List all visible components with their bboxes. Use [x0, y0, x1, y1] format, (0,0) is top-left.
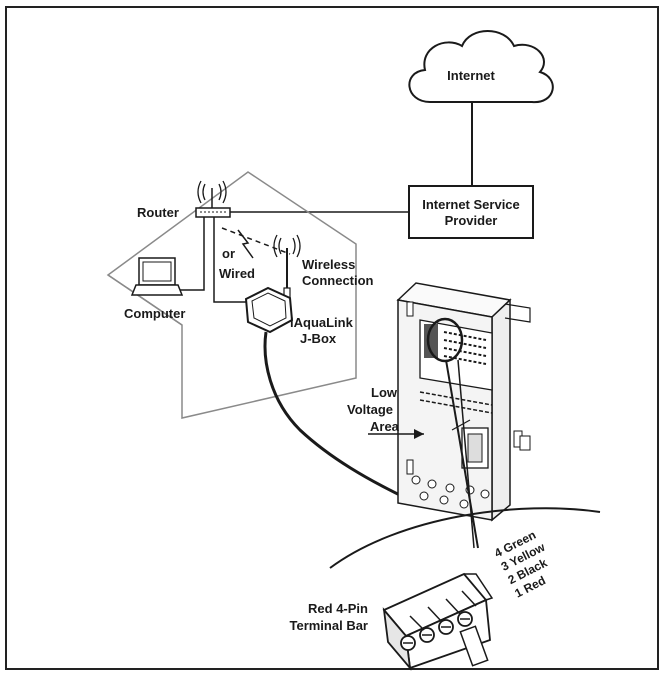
- diagram-frame: [5, 6, 659, 670]
- low-voltage-label-line2: Voltage: [347, 402, 393, 417]
- wired-cable: [213, 217, 246, 303]
- low-voltage-label-line3: Area: [370, 419, 399, 434]
- control-panel: [396, 282, 531, 522]
- internet-label: Internet: [447, 68, 495, 83]
- lightning-icon: [237, 229, 254, 259]
- isp-label-line2: Provider: [444, 213, 498, 228]
- terminal-leader-line: [445, 359, 479, 549]
- low-voltage-label-line1: Low: [371, 385, 397, 400]
- ground-arc: [329, 507, 601, 569]
- wireless-link: [221, 227, 291, 255]
- terminal-bar-label-line2: Terminal Bar: [289, 618, 368, 633]
- wireless-label-line2: Connection: [302, 273, 374, 288]
- computer-label: Computer: [124, 306, 186, 321]
- computer-icon: [130, 257, 184, 296]
- connection-highlight: [426, 317, 464, 363]
- terminal-bar: [382, 572, 494, 671]
- jbox-icon: [244, 286, 294, 334]
- computer-router-cable: [180, 217, 205, 291]
- jbox-label-line1: iAquaLink: [290, 315, 353, 330]
- isp-label-line1: Internet Service: [422, 197, 520, 212]
- wired-label: Wired: [219, 266, 255, 281]
- or-label: or: [222, 246, 235, 261]
- router-label: Router: [137, 205, 179, 220]
- isp-box: [408, 185, 534, 239]
- router-icon: [195, 180, 231, 218]
- jbox-label-line2: J-Box: [300, 331, 337, 346]
- terminal-bar-label-line1: Red 4-Pin: [308, 601, 368, 616]
- internet-cloud: [408, 30, 554, 104]
- wireless-label-line1: Wireless: [302, 257, 356, 272]
